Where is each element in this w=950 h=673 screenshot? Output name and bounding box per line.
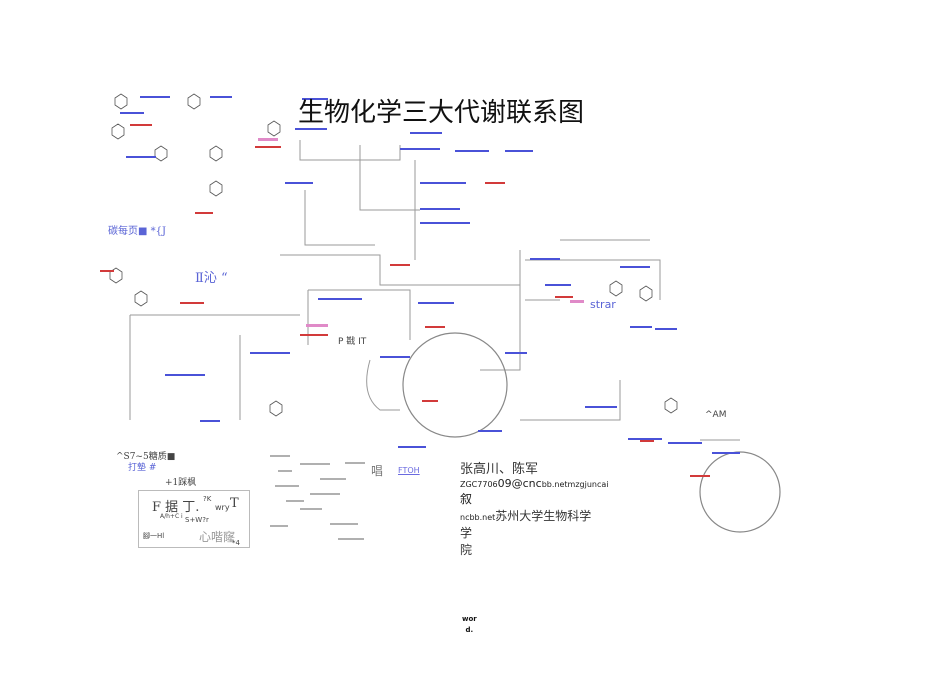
right-fragment-label: strar: [590, 298, 616, 311]
mid-left-label: Ⅱ沁 “: [195, 271, 228, 286]
ftoh-link: FTOH: [398, 466, 420, 475]
footer-word: wor d.: [462, 615, 477, 634]
molecule-structures: [109, 93, 678, 417]
enzyme-label-marks: [120, 96, 740, 454]
tca-cycle-ring: [402, 332, 508, 438]
left-lower-sub2: +1踩枫: [165, 478, 197, 488]
left-lower-sub: 打墊 #: [128, 463, 157, 473]
authors: 张高川、陈军: [460, 462, 539, 477]
top-left-label: 碳每页■ *{J: [108, 226, 166, 237]
credits-block: 张高川、陈军 ZGC770609@cncbb.netmzgjuncai叙 ncb…: [460, 458, 609, 558]
legend-wry: wry: [215, 503, 230, 512]
dense-label-blocks: [270, 455, 365, 540]
legend-small2: S+W?r: [185, 516, 209, 524]
center-fragment-label: P 戡 IT: [338, 337, 367, 347]
right-am-label: ^AM: [705, 410, 727, 420]
legend-small3: 腳一Hl: [143, 532, 165, 540]
urea-cycle-ring: [699, 451, 781, 533]
legend-star4: *4: [232, 539, 240, 547]
legend-mind: 心喈窿: [199, 530, 236, 544]
left-lower-label: ^S7~5糖质■: [116, 452, 176, 462]
chang-label: 唱: [371, 464, 384, 478]
pathway-highlights: [258, 138, 584, 327]
email-line-2: ncbb.net苏州大学生物科学学: [460, 509, 592, 540]
legend-sup: ?K: [203, 495, 212, 503]
diagram-title: 生物化学三大代谢联系图: [298, 98, 585, 128]
email-line-1: ZGC770609@cncbb.netmzgjuncai叙: [460, 477, 609, 506]
legend-main: F 据 丁.: [152, 500, 200, 515]
reaction-marks: [100, 124, 710, 477]
legend-small1: A/h+C i: [160, 513, 183, 520]
pathway-connectors: [129, 140, 740, 441]
legend-t: T: [230, 496, 239, 511]
legend-box: [138, 490, 250, 548]
affiliation-line-2: 院: [460, 543, 473, 557]
